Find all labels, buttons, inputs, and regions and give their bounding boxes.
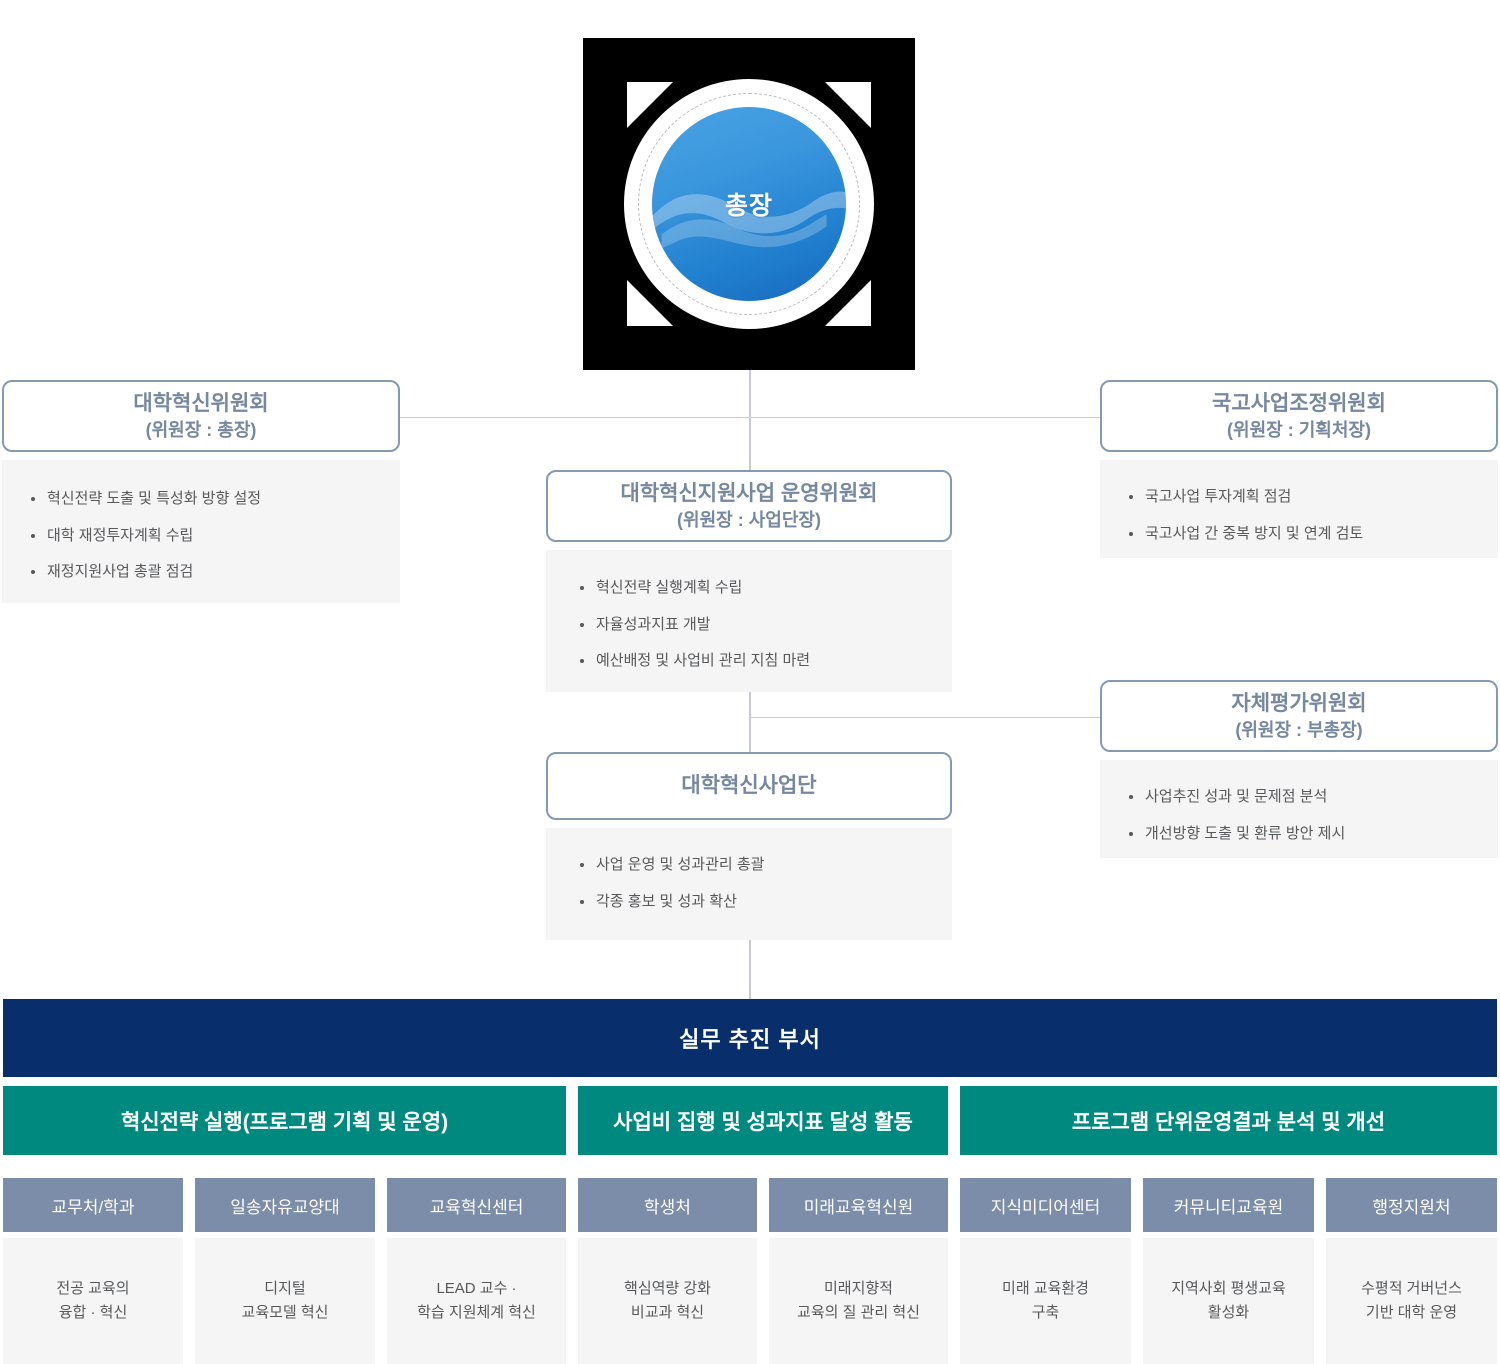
department-desc: 지역사회 평생교육 활성화 [1143, 1238, 1314, 1364]
card-header[interactable]: 국고사업조정위원회 (위원장 : 기획처장) [1100, 380, 1498, 452]
card-title: 대학혁신사업단 [681, 774, 817, 798]
department-col-행정지원처[interactable]: 행정지원처 수평적 거버넌스 기반 대학 운영 [1326, 1178, 1497, 1364]
corner-wedge-tl [627, 82, 673, 128]
card-bullet-list: 혁신전략 도출 및 특성화 방향 설정 대학 재정투자계획 수립 재정지원사업 … [29, 488, 400, 584]
card-title: 대학혁신위원회 [133, 391, 269, 415]
working-departments-band: 실무 추진 부서 [3, 999, 1497, 1077]
card-bullet-list: 혁신전략 실행계획 수립 자율성과지표 개발 예산배정 및 사업비 관리 지침 … [578, 577, 952, 673]
connector-horizontal-top [398, 417, 1102, 418]
department-desc: LEAD 교수 · 학습 지원체계 혁신 [387, 1238, 566, 1364]
card-body: 사업추진 성과 및 문제점 분석 개선방향 도출 및 환류 방안 제시 [1100, 760, 1498, 858]
wave-emblem-icon [652, 191, 846, 249]
card-chair: (위원장 : 부총장) [1235, 719, 1363, 740]
president-node[interactable]: 총장 [583, 38, 915, 370]
department-col-커뮤니티교육원[interactable]: 커뮤니티교육원 지역사회 평생교육 활성화 [1143, 1178, 1314, 1364]
card-body: 사업 운영 및 성과관리 총괄 각종 홍보 및 성과 확산 [546, 828, 952, 940]
department-desc: 미래 교육환경 구축 [960, 1238, 1131, 1364]
bullet-item: 대학 재정투자계획 수립 [29, 525, 400, 548]
working-departments-label: 실무 추진 부서 [679, 1027, 821, 1052]
card-bullet-list: 국고사업 투자계획 점검 국고사업 간 중복 방지 및 연계 검토 [1127, 486, 1498, 545]
group-header-program-analysis[interactable]: 프로그램 단위운영결과 분석 및 개선 [960, 1086, 1497, 1155]
connector-horizontal-mid [749, 717, 1102, 718]
card-chair: (위원장 : 사업단장) [677, 509, 821, 530]
bullet-item: 자율성과지표 개발 [578, 614, 952, 637]
department-desc: 미래지향적 교육의 질 관리 혁신 [769, 1238, 948, 1364]
department-desc: 수평적 거버넌스 기반 대학 운영 [1326, 1238, 1497, 1364]
card-header[interactable]: 대학혁신사업단 [546, 752, 952, 820]
group-header-row: 혁신전략 실행(프로그램 기획 및 운영) 사업비 집행 및 성과지표 달성 활… [3, 1086, 1497, 1155]
card-chair: (위원장 : 총장) [145, 419, 257, 440]
card-innovation-support-project-steering-committee[interactable]: 대학혁신지원사업 운영위원회 (위원장 : 사업단장) 혁신전략 실행계획 수립… [546, 470, 952, 692]
connector-president-to-steering [749, 352, 751, 472]
corner-wedge-bl [627, 280, 673, 326]
department-desc: 디지털 교육모델 혁신 [195, 1238, 375, 1364]
card-title: 국고사업조정위원회 [1212, 391, 1386, 415]
department-row: 교무처/학과 전공 교육의 융합 · 혁신 일송자유교양대 디지털 교육모델 혁… [3, 1178, 1497, 1364]
group-header-budget-execution[interactable]: 사업비 집행 및 성과지표 달성 활동 [578, 1086, 948, 1155]
bullet-item: 국고사업 투자계획 점검 [1127, 486, 1498, 509]
department-name: 학생처 [578, 1178, 757, 1232]
card-bullet-list: 사업추진 성과 및 문제점 분석 개선방향 도출 및 환류 방안 제시 [1127, 786, 1498, 845]
card-body: 혁신전략 도출 및 특성화 방향 설정 대학 재정투자계획 수립 재정지원사업 … [2, 460, 400, 603]
department-col-교무처-학과[interactable]: 교무처/학과 전공 교육의 융합 · 혁신 [3, 1178, 183, 1364]
department-col-학생처[interactable]: 학생처 핵심역량 강화 비교과 혁신 [578, 1178, 757, 1364]
bullet-item: 혁신전략 실행계획 수립 [578, 577, 952, 600]
card-body: 혁신전략 실행계획 수립 자율성과지표 개발 예산배정 및 사업비 관리 지침 … [546, 550, 952, 692]
department-name: 일송자유교양대 [195, 1178, 375, 1232]
president-dashed-ring [638, 93, 860, 315]
bullet-item: 각종 홍보 및 성과 확산 [578, 891, 952, 914]
card-header[interactable]: 자체평가위원회 (위원장 : 부총장) [1100, 680, 1498, 752]
card-body: 국고사업 투자계획 점검 국고사업 간 중복 방지 및 연계 검토 [1100, 460, 1498, 558]
president-label: 총장 [724, 192, 773, 220]
card-header[interactable]: 대학혁신위원회 (위원장 : 총장) [2, 380, 400, 452]
connector-team-to-working-band [749, 900, 751, 1000]
card-chair: (위원장 : 기획처장) [1227, 419, 1371, 440]
department-name: 행정지원처 [1326, 1178, 1497, 1232]
bullet-item: 예산배정 및 사업비 관리 지침 마련 [578, 650, 952, 673]
department-col-교육혁신센터[interactable]: 교육혁신센터 LEAD 교수 · 학습 지원체계 혁신 [387, 1178, 566, 1364]
department-desc: 핵심역량 강화 비교과 혁신 [578, 1238, 757, 1364]
card-university-innovation-committee[interactable]: 대학혁신위원회 (위원장 : 총장) 혁신전략 도출 및 특성화 방향 설정 대… [2, 380, 400, 603]
department-col-미래교육혁신원[interactable]: 미래교육혁신원 미래지향적 교육의 질 관리 혁신 [769, 1178, 948, 1364]
card-title: 대학혁신지원사업 운영위원회 [620, 481, 878, 505]
bullet-item: 재정지원사업 총괄 점검 [29, 561, 400, 584]
department-name: 지식미디어센터 [960, 1178, 1131, 1232]
corner-wedge-tr [825, 82, 871, 128]
department-name: 미래교육혁신원 [769, 1178, 948, 1232]
bullet-item: 혁신전략 도출 및 특성화 방향 설정 [29, 488, 400, 511]
department-col-일송자유교양대[interactable]: 일송자유교양대 디지털 교육모델 혁신 [195, 1178, 375, 1364]
connector-steering-to-team [749, 660, 751, 778]
department-name: 교무처/학과 [3, 1178, 183, 1232]
department-name: 커뮤니티교육원 [1143, 1178, 1314, 1232]
card-title: 자체평가위원회 [1231, 691, 1367, 715]
card-national-project-coordination-committee[interactable]: 국고사업조정위원회 (위원장 : 기획처장) 국고사업 투자계획 점검 국고사업… [1100, 380, 1498, 558]
bullet-item: 사업추진 성과 및 문제점 분석 [1127, 786, 1498, 809]
president-circle[interactable]: 총장 [652, 107, 846, 301]
department-col-지식미디어센터[interactable]: 지식미디어센터 미래 교육환경 구축 [960, 1178, 1131, 1364]
group-header-strategy-execution[interactable]: 혁신전략 실행(프로그램 기획 및 운영) [3, 1086, 566, 1155]
bullet-item: 국고사업 간 중복 방지 및 연계 검토 [1127, 523, 1498, 546]
card-self-evaluation-committee[interactable]: 자체평가위원회 (위원장 : 부총장) 사업추진 성과 및 문제점 분석 개선방… [1100, 680, 1498, 858]
bullet-item: 사업 운영 및 성과관리 총괄 [578, 854, 952, 877]
card-university-innovation-project-team[interactable]: 대학혁신사업단 사업 운영 및 성과관리 총괄 각종 홍보 및 성과 확산 [546, 752, 952, 940]
department-desc: 전공 교육의 융합 · 혁신 [3, 1238, 183, 1364]
card-header[interactable]: 대학혁신지원사업 운영위원회 (위원장 : 사업단장) [546, 470, 952, 542]
corner-wedge-br [825, 280, 871, 326]
card-bullet-list: 사업 운영 및 성과관리 총괄 각종 홍보 및 성과 확산 [578, 854, 952, 913]
department-name: 교육혁신센터 [387, 1178, 566, 1232]
bullet-item: 개선방향 도출 및 환류 방안 제시 [1127, 823, 1498, 846]
